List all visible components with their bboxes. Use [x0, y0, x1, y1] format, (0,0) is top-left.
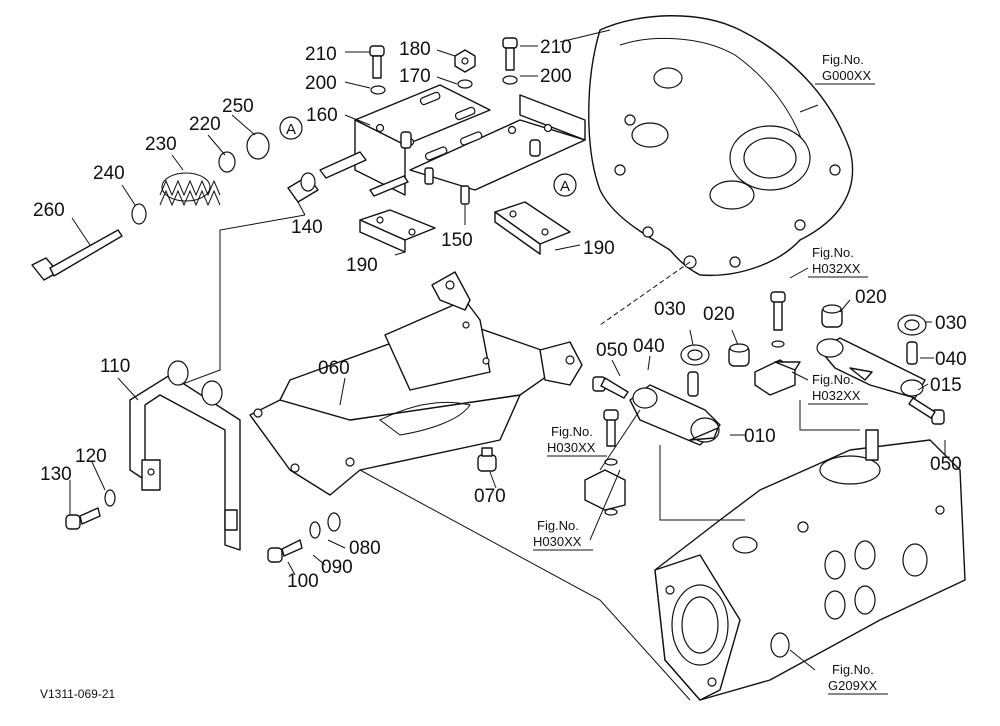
bolt-050-left [592, 376, 629, 399]
label-090: 090 [321, 557, 353, 578]
figure-ref-h030-lower-code: H030XX [533, 534, 582, 549]
small-bracket-h030 [584, 409, 626, 516]
label-150: 150 [441, 230, 473, 251]
part-labels: 210 200 180 170 210 200 160 250 220 230 … [33, 37, 967, 592]
figure-ref-h032-upper-label: Fig.No. [812, 245, 854, 260]
label-020-left: 020 [703, 304, 735, 325]
reference-a-lower-text: A [560, 178, 570, 195]
lever-010 [629, 384, 721, 446]
label-210-right: 210 [540, 37, 572, 58]
label-080: 080 [349, 538, 381, 559]
collar-220 [218, 151, 236, 173]
figure-ref-h030-lower: Fig.No. H030XX [533, 518, 582, 549]
figure-ref-g000-label: Fig.No. [822, 52, 864, 67]
label-050-right: 050 [930, 454, 962, 475]
label-170: 170 [399, 66, 431, 87]
figure-ref-g209: Fig.No. G209XX [828, 662, 877, 693]
label-020-right: 020 [855, 287, 887, 308]
collar-020-left [728, 343, 750, 367]
figure-ref-h032-upper-code: H032XX [812, 261, 861, 276]
main-bracket-060 [249, 271, 583, 496]
figure-ref-h032-lower: Fig.No. H032XX [812, 372, 861, 403]
bearing-030-right [897, 314, 927, 336]
small-bracket-h032 [754, 291, 796, 396]
bolt-260 [31, 229, 123, 281]
figure-ref-h032-lower-code: H032XX [812, 388, 861, 403]
figure-ref-g209-label: Fig.No. [832, 662, 874, 677]
pin-040-right [906, 341, 918, 365]
label-120: 120 [75, 446, 107, 467]
figure-ref-h032-lower-label: Fig.No. [812, 372, 854, 387]
figure-ref-h032-upper: Fig.No. H032XX [812, 245, 861, 276]
spring-230 [159, 172, 221, 207]
bolt-050-right [908, 397, 945, 425]
label-130: 130 [40, 464, 72, 485]
figure-ref-h030-upper-label: Fig.No. [551, 424, 593, 439]
ring-250 [246, 132, 270, 160]
label-190-left: 190 [346, 255, 378, 276]
label-040-right: 040 [935, 349, 967, 370]
label-260: 260 [33, 200, 65, 221]
nut-180-washer-170 [454, 49, 476, 89]
collar-020-right [821, 304, 843, 328]
bearing-030-left [680, 344, 710, 366]
bracket-angle-150 [409, 94, 586, 205]
assembly-arrows [689, 361, 873, 441]
label-040-left: 040 [633, 336, 665, 357]
reference-a-upper: A [279, 116, 303, 140]
bushing-140 [287, 172, 319, 203]
label-030-right: 030 [935, 313, 967, 334]
hydraulic-pump [654, 429, 966, 701]
drawing-code: V1311-069-21 [40, 687, 115, 701]
label-140: 140 [291, 217, 323, 238]
label-250: 250 [222, 96, 254, 117]
label-050-left: 050 [596, 340, 628, 361]
pin-040-left [687, 371, 699, 397]
figure-ref-h030-upper: Fig.No. H030XX [547, 424, 596, 455]
label-220: 220 [189, 114, 221, 135]
label-010: 010 [744, 426, 776, 447]
shim-190-right [494, 201, 571, 255]
label-230: 230 [145, 134, 177, 155]
transmission-housing [559, 15, 854, 326]
lever-015 [816, 337, 926, 399]
support-bracket-110 [129, 360, 241, 551]
bolt-210-right [502, 37, 518, 85]
washer-240 [131, 203, 147, 225]
label-210-left: 210 [305, 44, 337, 65]
bolt-130-washer-120 [65, 489, 116, 530]
label-200-right: 200 [540, 66, 572, 87]
plug-070 [477, 447, 497, 472]
label-070: 070 [474, 486, 506, 507]
label-160: 160 [306, 105, 338, 126]
label-240: 240 [93, 163, 125, 184]
label-015: 015 [930, 375, 962, 396]
reference-a-upper-text: A [286, 121, 296, 138]
label-030-left: 030 [654, 299, 686, 320]
bolt-210-left [369, 45, 386, 95]
figure-ref-g000-code: G000XX [822, 68, 871, 83]
label-110: 110 [100, 356, 130, 377]
figure-ref-h030-lower-label: Fig.No. [537, 518, 579, 533]
label-060: 060 [318, 358, 350, 379]
figure-ref-g209-code: G209XX [828, 678, 877, 693]
label-180: 180 [399, 39, 431, 60]
figure-ref-h030-upper-code: H030XX [547, 440, 596, 455]
label-200-left: 200 [305, 73, 337, 94]
reference-a-lower: A [553, 173, 577, 197]
bracket-plate-160 [319, 84, 491, 197]
figure-ref-g000: Fig.No. G000XX [822, 52, 871, 83]
leader-lines [69, 45, 946, 701]
label-190-right: 190 [583, 238, 615, 259]
bolt-100-washers [267, 512, 341, 563]
shim-190-left [359, 209, 436, 253]
label-100: 100 [287, 571, 319, 592]
